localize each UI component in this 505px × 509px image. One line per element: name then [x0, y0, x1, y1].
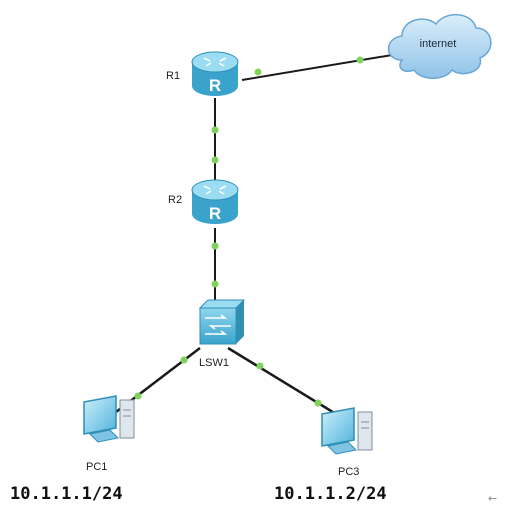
port-dot	[314, 399, 322, 407]
port-dot	[211, 156, 219, 164]
port-dot	[211, 242, 219, 250]
pc3-label: PC3	[338, 466, 359, 478]
router-glyph: R	[209, 204, 221, 223]
port-indicators	[134, 56, 364, 407]
pc1-ip-address: 10.1.1.1/24	[10, 484, 123, 504]
r2-label: R2	[168, 194, 182, 206]
port-dot	[254, 68, 262, 76]
router-r1-icon[interactable]: R	[191, 51, 239, 96]
port-dot	[211, 280, 219, 288]
links	[115, 53, 399, 416]
lsw1-label: LSW1	[199, 357, 229, 369]
port-dot	[180, 356, 188, 364]
internet-label: internet	[420, 38, 457, 50]
pc1-icon[interactable]	[83, 395, 135, 443]
router-r2-icon[interactable]: R	[191, 179, 239, 224]
port-dot	[256, 362, 264, 370]
pc3-ip-address: 10.1.1.2/24	[274, 484, 387, 504]
router-glyph: R	[209, 76, 221, 95]
pc3-icon[interactable]	[321, 407, 373, 455]
internet-cloud-icon[interactable]: internet	[387, 14, 492, 79]
port-dot	[211, 126, 219, 134]
pc1-label: PC1	[86, 461, 107, 473]
return-mark: ←	[488, 492, 497, 505]
port-dot	[356, 56, 364, 64]
switch-lsw1-icon[interactable]	[198, 299, 246, 345]
link-r1-internet	[241, 53, 399, 81]
port-dot	[134, 392, 142, 400]
r1-label: R1	[166, 70, 180, 82]
